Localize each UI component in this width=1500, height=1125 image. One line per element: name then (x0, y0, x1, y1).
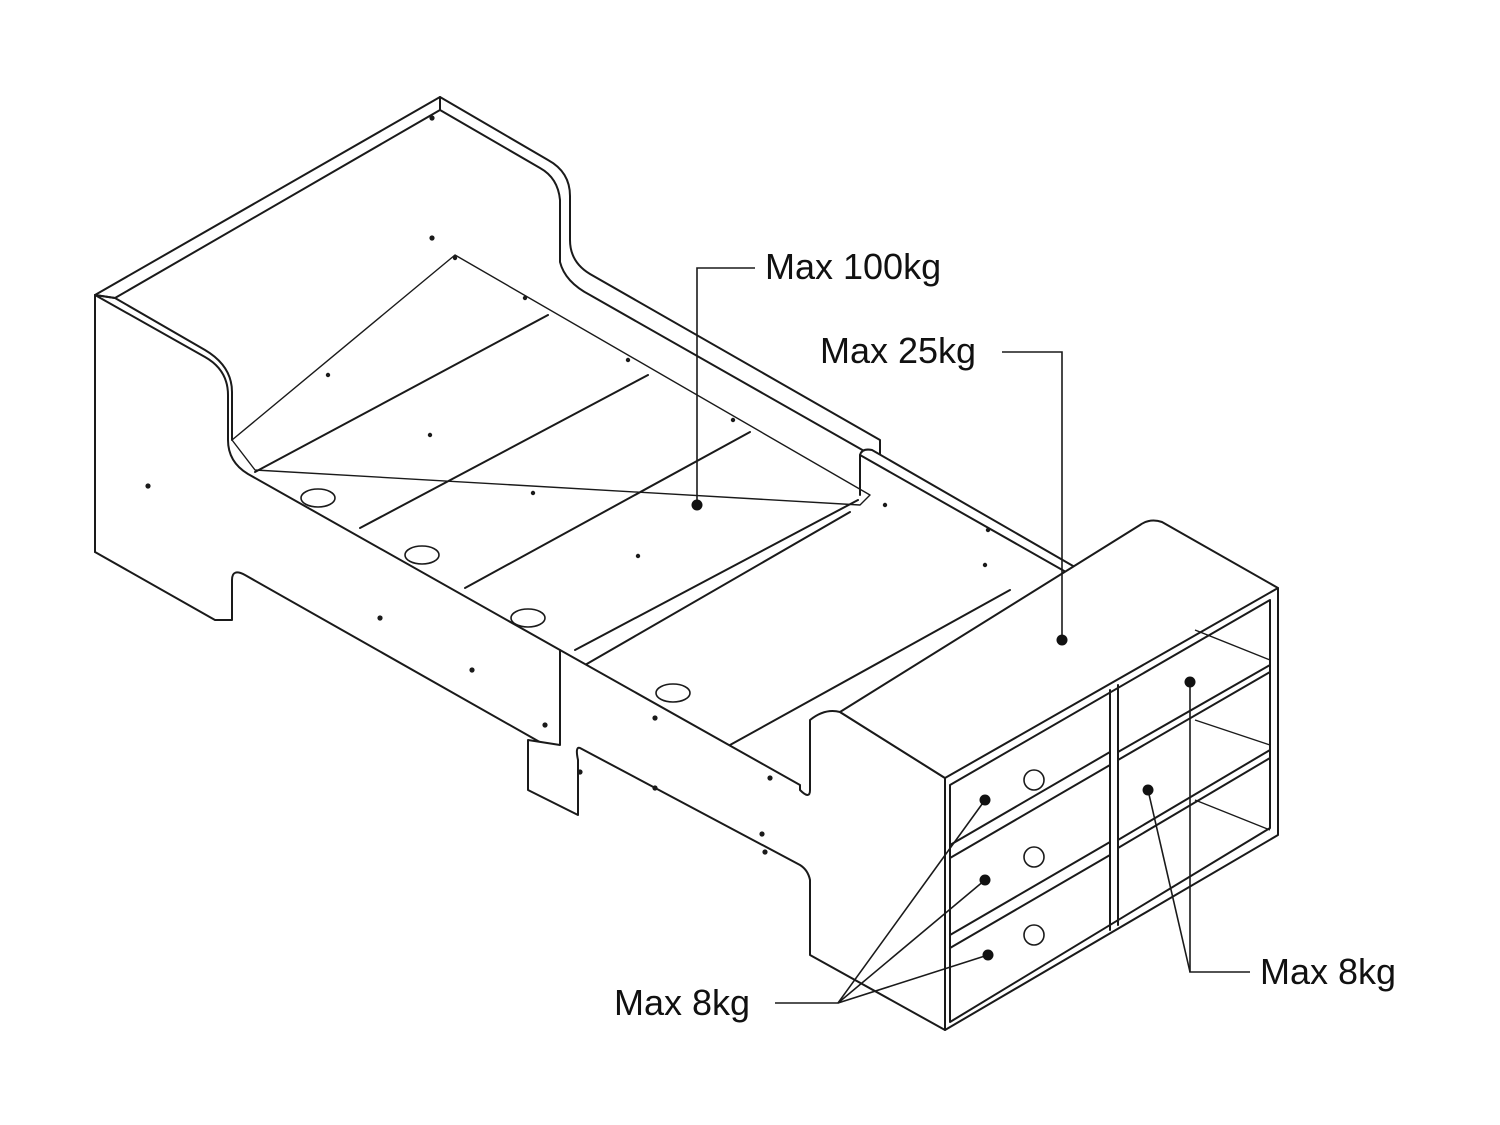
shelf-load-label: Max 8kg (1260, 951, 1396, 992)
leader-lines (696, 267, 1250, 1004)
drawer-load-point-middle (979, 874, 991, 886)
shelf-load-point-top (1184, 676, 1196, 688)
bed-slats (231, 254, 1011, 746)
frame-load-label: Max 100kg (765, 246, 941, 287)
top-load-label: Max 25kg (820, 330, 976, 371)
rear-side-rail (859, 448, 1081, 581)
frame-load-point (691, 499, 703, 511)
top-load-point (1056, 634, 1068, 646)
storage-unit-front (944, 587, 1279, 1031)
drawer-load-point-top (979, 794, 991, 806)
left-end-panel (94, 294, 561, 746)
drawer-load-label: Max 8kg (614, 982, 750, 1023)
shelf-load-point-middle (1142, 784, 1154, 796)
load-points (691, 499, 1196, 961)
drawer-load-point-bottom (982, 949, 994, 961)
